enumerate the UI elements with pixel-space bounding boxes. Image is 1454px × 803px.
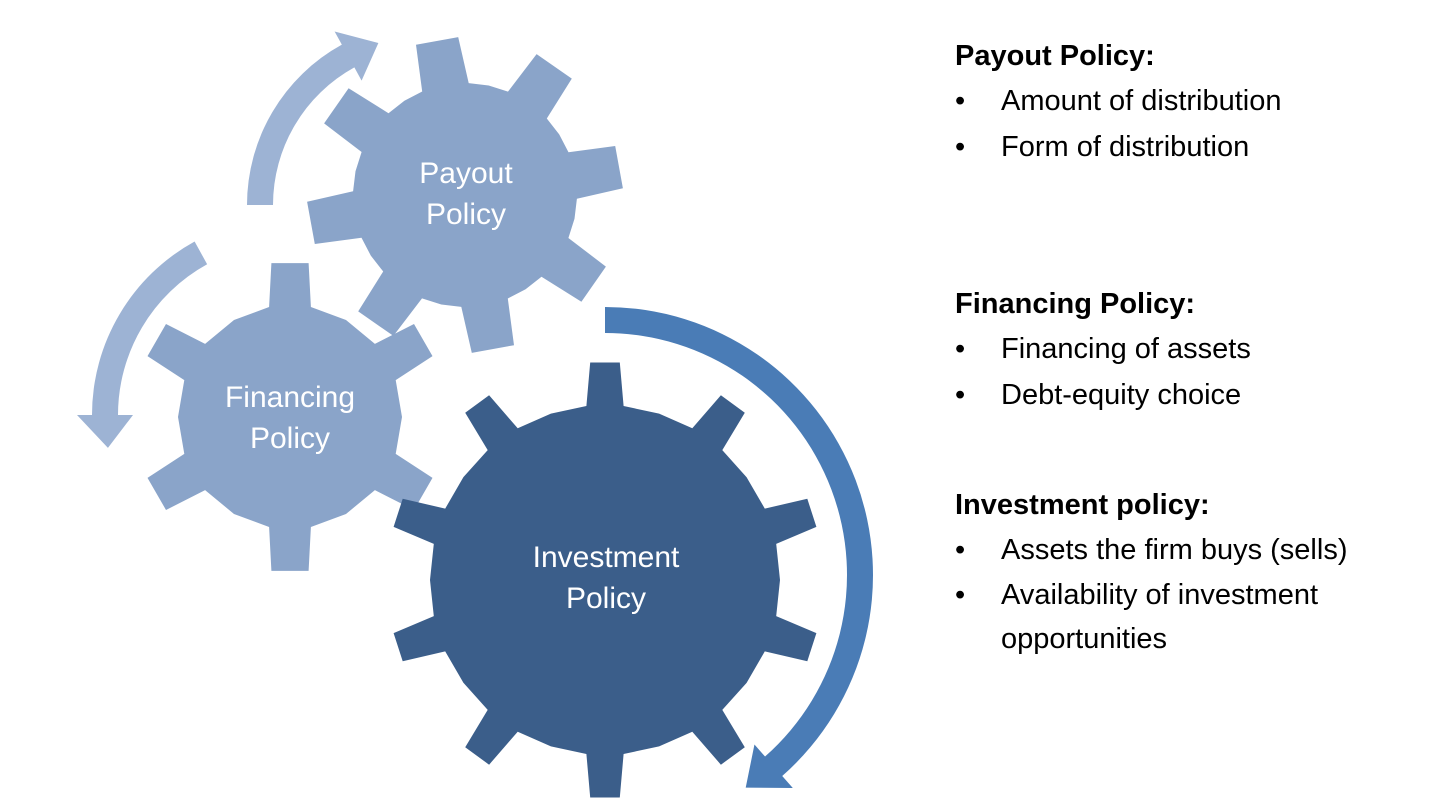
payout-gear-label-line1: Payout [419, 157, 513, 190]
bullet: • [955, 131, 966, 163]
financing-gear-icon [147, 263, 433, 571]
list-item: •Amount of distribution [955, 78, 1281, 124]
list-item: •Assets the firm buys (sells) [955, 527, 1425, 573]
payout-gear-icon [307, 37, 623, 353]
bullet: • [955, 579, 966, 611]
bullet: • [955, 379, 966, 411]
financing-policy-section: Financing Policy: •Financing of assets •… [955, 282, 1251, 418]
investment-policy-section: Investment policy: •Assets the firm buys… [955, 483, 1425, 661]
financing-gear-label-line2: Policy [250, 422, 330, 455]
list-item: •Financing of assets [955, 326, 1251, 372]
investment-gear-label-line2: Policy [566, 582, 646, 615]
bullet: • [955, 333, 966, 365]
payout-policy-section: Payout Policy: •Amount of distribution •… [955, 34, 1281, 170]
payout-gear-label-line2: Policy [426, 198, 506, 231]
list-item: •Debt-equity choice [955, 372, 1251, 418]
curved-arrow-clockwise [605, 307, 873, 789]
section-title: Investment policy: [955, 489, 1210, 521]
investment-gear-icon [393, 362, 817, 798]
list-item: •Availability of investment opportunitie… [955, 573, 1401, 661]
curved-arrow-up [247, 31, 379, 206]
investment-gear-label-line1: Investment [533, 541, 680, 574]
section-title: Payout Policy: [955, 40, 1155, 72]
financing-gear-label-line1: Financing [225, 381, 355, 414]
list-item: •Form of distribution [955, 124, 1281, 170]
bullet: • [955, 534, 966, 566]
bullet: • [955, 85, 966, 117]
section-title: Financing Policy: [955, 288, 1196, 320]
curved-arrow-down-left [77, 241, 208, 448]
